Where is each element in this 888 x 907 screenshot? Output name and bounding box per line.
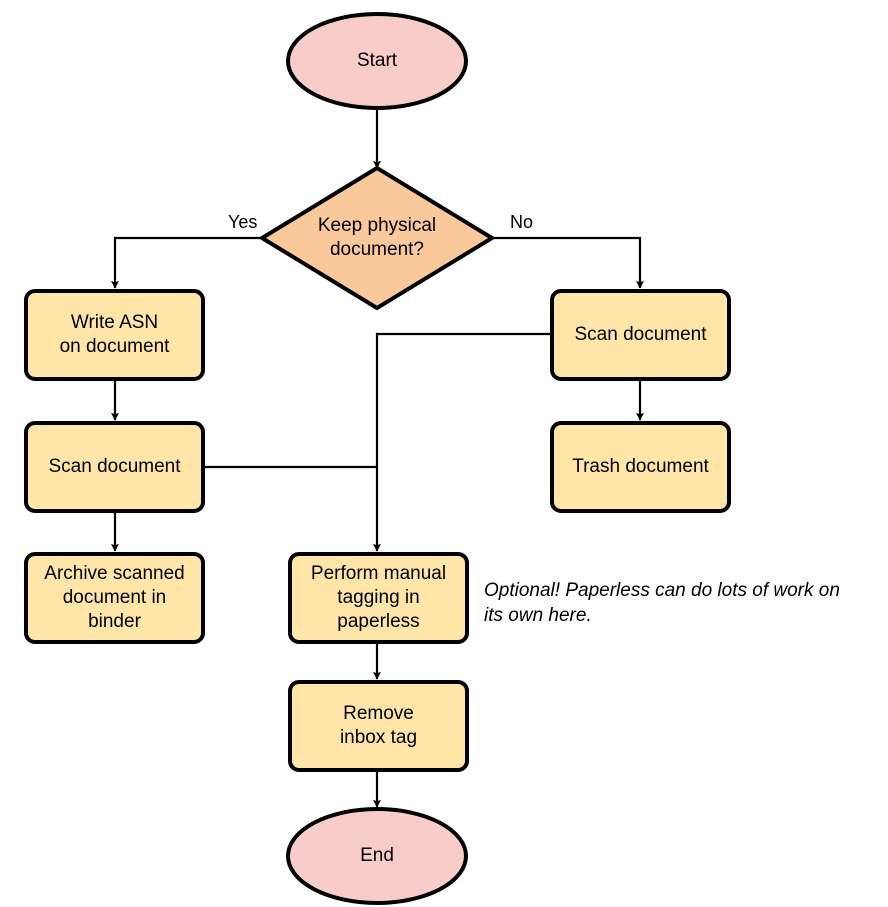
node-label-line: Perform manual [311, 563, 446, 584]
edge-line [111, 236, 262, 289]
node-label-line: Write ASN [71, 312, 158, 333]
node-label: Perform manual tagging in paperless [311, 563, 446, 632]
node-scan-document-right[interactable]: Scan document [550, 289, 731, 381]
node-label-line: Keep physical [318, 215, 436, 236]
annotation-line: its own here. [484, 605, 592, 626]
node-shape [24, 289, 205, 381]
node-label: Scan document [48, 456, 181, 477]
node-label: Start [357, 50, 398, 71]
node-shape [550, 289, 731, 381]
node-label-line: Trash document [572, 456, 709, 477]
node-label: Trash document [572, 456, 709, 477]
node-label-line: Start [357, 50, 398, 71]
node-write-asn-on-document[interactable]: Write ASN on document [24, 289, 205, 381]
edges-layer: Yes No [111, 108, 644, 808]
node-shape [288, 552, 469, 644]
node-shape [286, 12, 468, 110]
node-label: Write ASN on document [60, 312, 171, 357]
edge-label-no: No [510, 212, 533, 232]
node-shape [286, 807, 468, 905]
node-label-line: Archive scanned [44, 563, 184, 584]
node-label-line: binder [88, 611, 141, 632]
node-end[interactable]: End [286, 807, 468, 905]
edge-decision-no-to-scan-right: No [492, 212, 644, 289]
edge-label-yes: Yes [228, 212, 257, 232]
edge-decision-yes-to-write-asn: Yes [111, 212, 262, 289]
node-shape [550, 421, 731, 513]
node-label-line: document? [330, 239, 424, 260]
node-trash-document[interactable]: Trash document [550, 421, 731, 513]
node-label-line: document in [63, 587, 167, 608]
annotation-line: Optional! Paperless can do lots of work … [484, 580, 840, 601]
node-shape [24, 421, 205, 513]
edge-line [492, 236, 644, 289]
node-label-line: on document [60, 336, 171, 357]
node-label-line: paperless [337, 611, 419, 632]
node-label-line: Scan document [574, 324, 707, 345]
node-label-line: End [360, 845, 394, 866]
annotations-layer: Optional! Paperless can do lots of work … [484, 580, 840, 626]
node-label: Keep physical document? [318, 215, 436, 260]
node-label-line: tagging in [337, 587, 419, 608]
node-remove-inbox-tag[interactable]: Remove inbox tag [288, 680, 469, 772]
node-label-line: Scan document [48, 456, 181, 477]
node-label-line: Remove [343, 703, 414, 724]
node-shape [258, 165, 496, 311]
annotation-optional-note: Optional! Paperless can do lots of work … [484, 580, 840, 626]
node-label-line: inbox tag [340, 727, 417, 748]
edge-line [373, 332, 552, 552]
node-label: End [360, 845, 394, 866]
node-archive-scanned-document-in-binder[interactable]: Archive scanned document in binder [24, 552, 205, 644]
node-perform-manual-tagging-in-paperless[interactable]: Perform manual tagging in paperless [288, 552, 469, 644]
node-keep-physical-document[interactable]: Keep physical document? [258, 165, 496, 311]
node-label: Remove inbox tag [340, 703, 417, 748]
node-shape [288, 680, 469, 772]
node-label: Archive scanned document in binder [44, 563, 184, 632]
node-start[interactable]: Start [286, 12, 468, 110]
node-scan-document-left[interactable]: Scan document [24, 421, 205, 513]
edge-scan-right-to-manual-tagging [373, 332, 552, 552]
node-label: Scan document [574, 324, 707, 345]
node-shape [24, 552, 205, 644]
